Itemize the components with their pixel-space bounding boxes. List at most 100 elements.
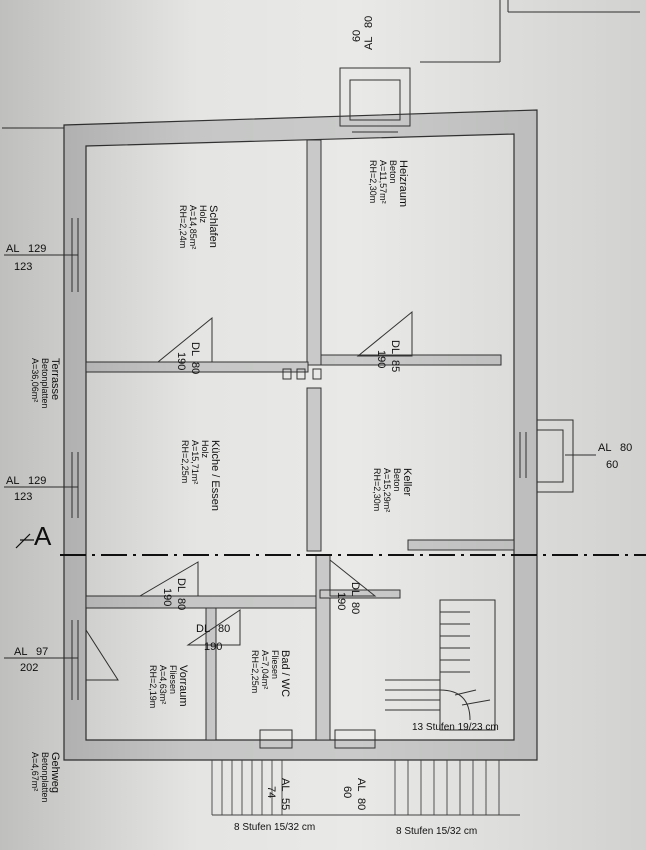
- svg-text:Holz: Holz: [198, 205, 208, 224]
- svg-text:123: 123: [14, 261, 32, 273]
- svg-text:AL: AL: [6, 475, 19, 487]
- svg-text:80: 80: [189, 362, 201, 374]
- window-left1-label: AL 129 123: [6, 243, 46, 273]
- svg-text:190: 190: [335, 592, 347, 610]
- svg-text:A=4,67m²: A=4,67m²: [30, 752, 40, 791]
- door-label-4: DL 80 190: [335, 582, 361, 614]
- exterior-stairs: [211, 760, 520, 816]
- svg-text:Keller: Keller: [401, 468, 413, 496]
- svg-text:190: 190: [375, 350, 387, 368]
- svg-text:190: 190: [161, 588, 173, 606]
- window-right-label: AL 80 60: [598, 442, 632, 471]
- svg-text:RH=2,24m: RH=2,24m: [178, 205, 188, 248]
- svg-text:Terrasse: Terrasse: [49, 358, 61, 400]
- svg-text:60: 60: [606, 459, 618, 471]
- section-line: [15, 533, 646, 556]
- svg-text:190: 190: [175, 352, 187, 370]
- area-gehweg: Gehweg Betonplatten A=4,67m²: [30, 752, 61, 803]
- window-left2-label: AL 129 123: [6, 475, 46, 503]
- svg-text:80: 80: [355, 798, 367, 810]
- svg-text:190: 190: [204, 641, 222, 653]
- svg-text:RH=2,25m: RH=2,25m: [250, 650, 260, 693]
- door-label-1: DL 80 190: [175, 342, 201, 374]
- section-label: A: [34, 521, 52, 551]
- window-bottom1-label: AL 55 74: [265, 778, 291, 810]
- window-top-label: AL 80 60: [351, 16, 375, 50]
- svg-text:55: 55: [279, 798, 291, 810]
- svg-text:RH=2,19m: RH=2,19m: [148, 665, 158, 708]
- room-heizraum: Heizraum Beton A=11,57m² RH=2,30m: [368, 160, 409, 207]
- svg-text:RH=2,25m: RH=2,25m: [180, 440, 190, 483]
- svg-text:60: 60: [351, 30, 363, 42]
- door-label-5: DL 80 190: [196, 623, 230, 653]
- svg-text:80: 80: [363, 16, 375, 28]
- svg-text:AL: AL: [355, 778, 367, 791]
- svg-text:A=11,57m²: A=11,57m²: [378, 160, 388, 204]
- svg-text:RH=2,30m: RH=2,30m: [372, 468, 382, 511]
- window-marks: [4, 218, 376, 749]
- window-bottom2-label: AL 80 60: [341, 778, 367, 810]
- svg-text:80: 80: [218, 623, 230, 635]
- svg-text:Gehweg: Gehweg: [49, 752, 61, 793]
- svg-text:123: 123: [14, 491, 32, 503]
- svg-text:AL: AL: [279, 778, 291, 791]
- svg-text:A=4,63m²: A=4,63m²: [158, 665, 168, 704]
- svg-text:AL: AL: [363, 37, 375, 50]
- svg-text:Betonplatten: Betonplatten: [40, 358, 50, 409]
- svg-text:80: 80: [349, 602, 361, 614]
- door-symbols: [85, 310, 413, 681]
- svg-text:AL: AL: [598, 442, 611, 454]
- svg-text:AL: AL: [6, 243, 19, 255]
- svg-text:A=15,29m²: A=15,29m²: [382, 468, 392, 512]
- svg-text:DL: DL: [389, 340, 401, 354]
- svg-text:74: 74: [265, 786, 277, 798]
- svg-text:80: 80: [175, 598, 187, 610]
- room-schlafen: Schlafen Holz A=14,85m² RH=2,24m: [178, 205, 219, 249]
- room-bad: Bad / WC Fliesen A=7,04m² RH=2,25m: [250, 650, 291, 697]
- svg-text:202: 202: [20, 662, 38, 674]
- svg-text:RH=2,30m: RH=2,30m: [368, 160, 378, 203]
- svg-text:Schlafen: Schlafen: [207, 205, 219, 248]
- room-kueche: Küche / Essen Holz A=15,71m² RH=2,25m: [180, 440, 221, 511]
- svg-text:60: 60: [341, 786, 353, 798]
- stairs-outer-left-label: 8 Stufen 15/32 cm: [234, 822, 315, 833]
- svg-text:A=14,85m²: A=14,85m²: [188, 205, 198, 249]
- right-light-well: [519, 419, 596, 493]
- svg-text:DL: DL: [196, 623, 210, 635]
- svg-text:Bad / WC: Bad / WC: [279, 650, 291, 697]
- svg-text:Vorraum: Vorraum: [177, 665, 189, 707]
- area-terrasse: Terrasse Betonplatten A=36,06m²: [30, 358, 61, 409]
- svg-text:A=15,71m²: A=15,71m²: [190, 440, 200, 484]
- stairs-outer-right-label: 8 Stufen 15/32 cm: [396, 826, 477, 837]
- svg-text:Holz: Holz: [200, 440, 210, 459]
- svg-text:Heizraum: Heizraum: [397, 160, 409, 207]
- room-keller: Keller Beton A=15,29m² RH=2,30m: [372, 468, 413, 512]
- svg-text:Beton: Beton: [392, 468, 402, 492]
- svg-text:Fliesen: Fliesen: [168, 665, 178, 694]
- svg-text:Betonplatten: Betonplatten: [40, 752, 50, 803]
- svg-text:Fliesen: Fliesen: [270, 650, 280, 679]
- svg-text:129: 129: [28, 475, 46, 487]
- svg-text:DL: DL: [175, 578, 187, 592]
- interior-stairs: [385, 599, 496, 731]
- svg-text:129: 129: [28, 243, 46, 255]
- svg-text:85: 85: [389, 360, 401, 372]
- exterior-walls: [63, 109, 538, 761]
- interior-walls: [85, 139, 515, 741]
- svg-text:DL: DL: [189, 342, 201, 356]
- outer-border: [2, 0, 640, 129]
- svg-text:Küche / Essen: Küche / Essen: [209, 440, 221, 511]
- door-label-3: DL 80 190: [161, 578, 187, 610]
- svg-text:80: 80: [620, 442, 632, 454]
- top-light-well: [339, 67, 411, 133]
- svg-text:97: 97: [36, 646, 48, 658]
- svg-text:A=7,04m²: A=7,04m²: [260, 650, 270, 689]
- window-left3-label: AL 97 202: [14, 646, 48, 674]
- svg-text:DL: DL: [349, 582, 361, 596]
- svg-text:Beton: Beton: [388, 160, 398, 184]
- svg-text:AL: AL: [14, 646, 27, 658]
- svg-text:A=36,06m²: A=36,06m²: [30, 358, 40, 402]
- stairs-inner-label: 13 Stufen 19/23 cm: [412, 722, 499, 733]
- door-label-2: DL 85 190: [375, 340, 401, 372]
